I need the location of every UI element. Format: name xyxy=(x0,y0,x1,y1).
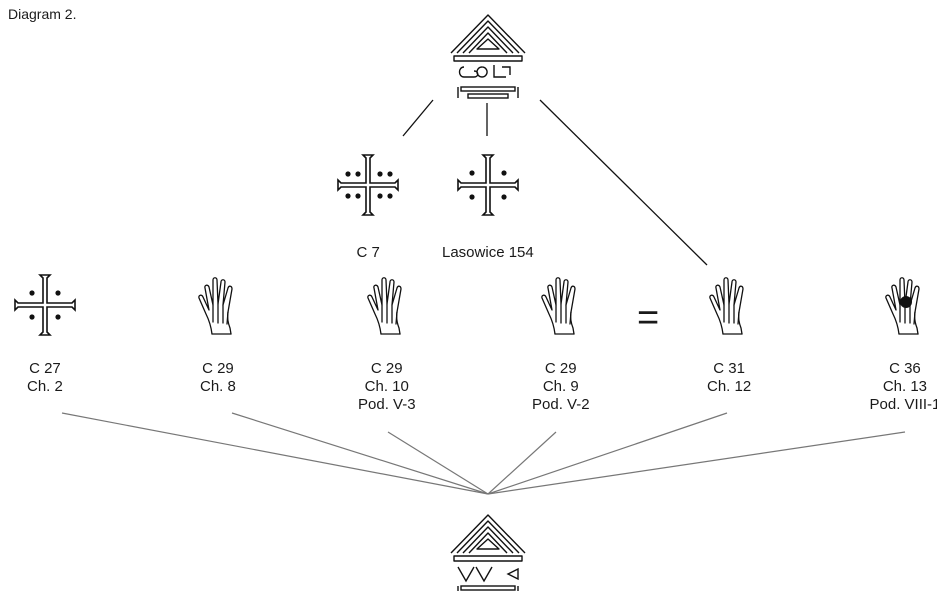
dot-mark xyxy=(55,314,61,320)
node-label-line: Ch. 8 xyxy=(200,378,236,395)
equals-sign: = xyxy=(637,297,660,339)
dot-mark xyxy=(469,194,475,200)
house-emblem-with-ornament-icon xyxy=(450,14,526,62)
node-label-line: C 29 xyxy=(370,360,403,377)
dot-mark xyxy=(387,193,393,199)
connector-lines xyxy=(61,99,906,495)
emblem-base-bars xyxy=(457,86,519,99)
connector-to-bottom-emblem xyxy=(487,431,906,495)
node-label-line: Ch. 10 xyxy=(364,378,409,395)
node-label-line: C 27 xyxy=(29,360,61,377)
dot-mark xyxy=(29,290,35,296)
hand-icon xyxy=(541,277,576,335)
dot-mark xyxy=(55,290,61,296)
dot-mark xyxy=(355,171,361,177)
node-label-line: Pod. V-2 xyxy=(532,396,590,413)
dot-mark xyxy=(345,171,351,177)
emblem-ornament xyxy=(458,65,511,78)
node-label-line: Lasowice 154 xyxy=(442,244,534,261)
palm-dot-mark xyxy=(900,296,912,308)
hand-icon xyxy=(367,277,402,335)
cross-with-dots-icon xyxy=(14,274,76,336)
connector-top-c31 xyxy=(539,99,708,266)
node-label-line: Pod. VIII-1 xyxy=(869,396,937,413)
dot-mark xyxy=(387,171,393,177)
node-label-line: C 29 xyxy=(544,360,577,377)
hand-icon xyxy=(709,277,744,335)
house-emblem-with-vv-icon xyxy=(450,514,526,562)
cross-with-dots-icon xyxy=(337,154,399,216)
dot-mark xyxy=(377,171,383,177)
dot-mark xyxy=(501,170,507,176)
connector-to-bottom-emblem xyxy=(487,412,728,495)
dot-mark xyxy=(355,193,361,199)
dot-mark xyxy=(377,193,383,199)
connector-to-bottom-emblem xyxy=(487,431,557,495)
vv-ornament xyxy=(457,566,519,583)
dot-mark xyxy=(501,194,507,200)
connector-to-bottom-emblem xyxy=(61,412,489,495)
diagram-caption: Diagram 2. xyxy=(8,6,77,22)
cross-with-dots-icon xyxy=(457,154,519,216)
node-label-line: Ch. 2 xyxy=(27,378,63,395)
node-label-line: C 29 xyxy=(202,360,234,377)
emblem-base-bars xyxy=(457,585,519,591)
hand-icon xyxy=(198,277,233,335)
dot-mark xyxy=(29,314,35,320)
node-label-line: Ch. 13 xyxy=(882,378,928,395)
node-label-line: C 36 xyxy=(889,360,921,377)
dot-mark xyxy=(345,193,351,199)
connector-to-bottom-emblem xyxy=(231,412,489,495)
connector-top-c7 xyxy=(402,99,434,137)
connector-to-bottom-emblem xyxy=(387,431,489,495)
upper-node-label: C 7 xyxy=(357,244,380,262)
node-label-line: Ch. 9 xyxy=(542,378,579,395)
icon-layer xyxy=(14,14,920,591)
node-label-line: Ch. 12 xyxy=(707,378,752,395)
dot-mark xyxy=(469,170,475,176)
node-label-line: Pod. V-3 xyxy=(358,396,416,413)
node-label-line: C 7 xyxy=(356,244,380,261)
node-label-line: C 31 xyxy=(713,360,745,377)
upper-node-label: Lasowice 154 xyxy=(442,244,534,262)
